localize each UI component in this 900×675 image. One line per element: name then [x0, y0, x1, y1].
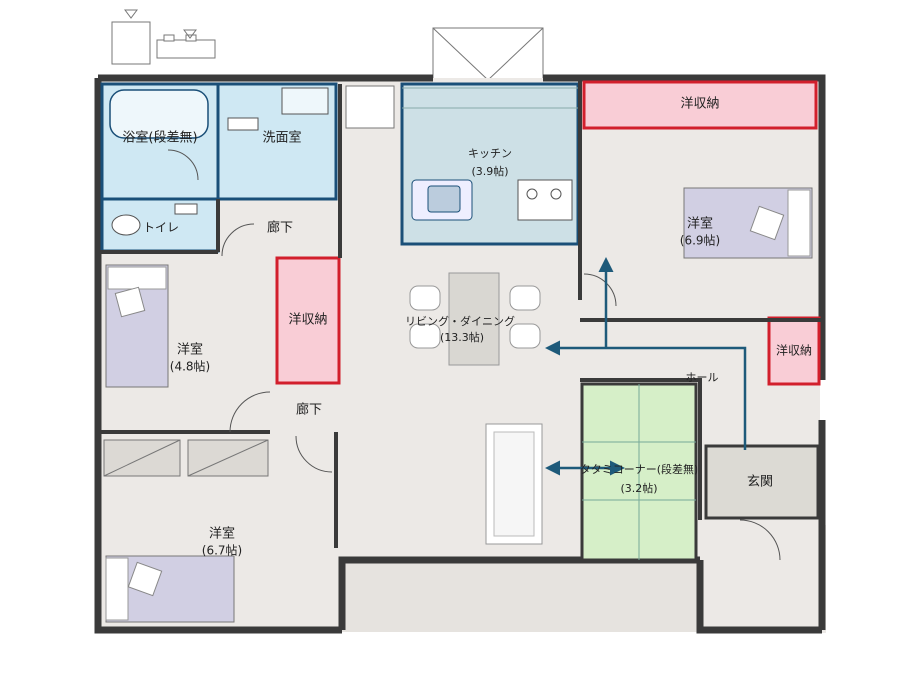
circulation-arrows: [545, 257, 747, 476]
storage-ne-top-label: 洋収納: [680, 97, 719, 112]
wardrobes: [103, 439, 269, 477]
bathroom-block: [100, 82, 338, 253]
kitchen-size: (3.9帖): [471, 165, 508, 178]
storage-east-label: 洋収納: [776, 343, 812, 358]
interior-walls: [98, 80, 822, 548]
kitchen-area: [345, 82, 580, 246]
sofa: [485, 423, 543, 545]
hall-lower-label: 廊下: [296, 402, 322, 418]
living-size: (13.3帖): [440, 331, 484, 344]
washroom-label: 洗面室: [262, 130, 301, 146]
bed-sw-label: 洋室: [209, 526, 235, 542]
exterior-walls: [94, 74, 826, 634]
storage-closets: [275, 80, 821, 386]
beds: [105, 187, 813, 623]
dining-set: [409, 272, 541, 366]
bed-nw-label: 洋室: [177, 342, 203, 358]
bed-sw-size: (6.7帖): [202, 543, 242, 558]
kitchen-window-bay: [432, 27, 544, 81]
outdoor-unit: [111, 9, 216, 65]
room-labels: 浴室(段差無) 洗面室 トイレ 廊下 廊下 キッチン (3.9帖) リビング・ダ…: [122, 97, 812, 558]
bed-ne-label: 洋室: [687, 216, 713, 232]
entrance-label: 玄関: [747, 475, 773, 490]
storage-center-label: 洋収納: [288, 313, 327, 328]
bed-nw-size: (4.8帖): [170, 359, 210, 374]
entrance-area: [704, 444, 820, 520]
hall-upper-label: 廊下: [267, 220, 293, 236]
toilet-label: トイレ: [143, 221, 179, 235]
living-label: リビング・ダイニング: [405, 314, 515, 328]
kitchen-label: キッチン: [468, 147, 512, 160]
entrance-hall-label: ホール: [686, 371, 719, 384]
bed-ne-size: (6.9帖): [680, 233, 720, 248]
tatami-size: (3.2帖): [620, 482, 657, 495]
bath-label: 浴室(段差無): [122, 130, 197, 146]
tatami-label: タタミコーナー(段差無): [580, 462, 699, 476]
